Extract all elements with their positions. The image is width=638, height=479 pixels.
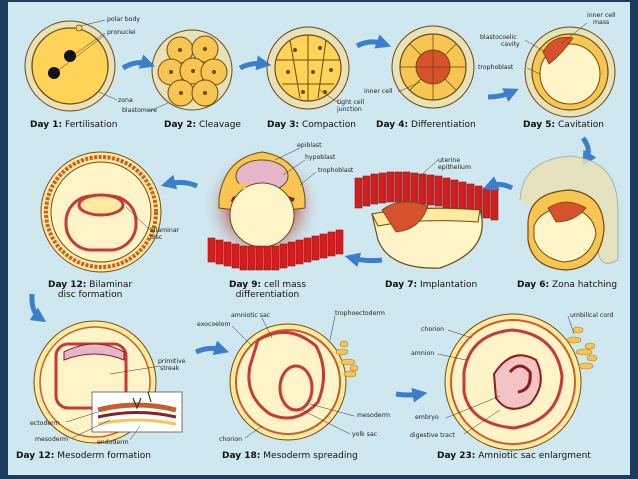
- label-endoderm: endoderm: [97, 439, 129, 446]
- day4-differentiation: [391, 25, 475, 109]
- label-yolk-sac: yolk sac: [352, 431, 378, 438]
- label-disc: disc: [150, 234, 163, 241]
- label-inner-cell-mass-2: mass: [593, 19, 610, 26]
- caption-day9: Day 9: cell mass differentiation: [229, 280, 307, 300]
- label-primitive: primitive: [158, 358, 186, 365]
- label-ectoderm: ectoderm: [30, 420, 60, 427]
- label-chorion-18: chorion: [219, 436, 243, 443]
- label-mesoderm-12: mesoderm: [35, 436, 69, 443]
- caption-day5: Day 5: Cavitation: [523, 120, 604, 130]
- label-umbilical-cord: umbilical cord: [570, 312, 614, 319]
- caption-day7: Day 7: Implantation: [385, 280, 478, 290]
- caption-day4: Day 4: Differentiation: [376, 120, 476, 130]
- label-inner-cell: inner cell: [364, 88, 393, 95]
- caption-day12-bilaminar: Day 12: Bilaminar disc formation: [48, 280, 133, 300]
- label-trophoectoderm: trophoectoderm: [335, 310, 385, 317]
- day7-implantation: [354, 159, 499, 269]
- arrows-row3: [194, 340, 428, 403]
- label-inner-cell-mass-1: inner cell: [587, 12, 616, 19]
- day2-cleavage: [149, 29, 233, 112]
- label-polar-body: polar body: [107, 16, 141, 23]
- day5-cavitation: [524, 22, 616, 118]
- caption-day23: Day 23: Amniotic sac enlargment: [437, 451, 591, 461]
- day3-compaction: [266, 26, 350, 110]
- label-mesoderm-18: mesoderm: [357, 412, 391, 419]
- day12-mesoderm-formation: [33, 320, 183, 444]
- label-trophoblast: trophoblast: [478, 64, 514, 71]
- label-epiblast: epiblast: [297, 142, 322, 149]
- caption-day18: Day 18: Mesoderm spreading: [222, 451, 358, 461]
- day23-amniotic-sac: [437, 313, 598, 451]
- label-pronuclei: pronuclei: [107, 29, 136, 36]
- label-uterine: uterine: [438, 157, 461, 164]
- day9-cell-mass: [202, 146, 344, 271]
- label-hypoblast: hypoblast: [305, 154, 336, 161]
- label-bilaminar: bilaminar: [150, 227, 180, 234]
- day18-mesoderm-spreading: [229, 315, 359, 441]
- label-zona: zona: [118, 97, 133, 104]
- label-chorion-23: chorion: [421, 326, 445, 333]
- day12-bilaminar: [40, 151, 162, 273]
- label-streak: streak: [160, 365, 180, 372]
- label-cavity: cavity: [501, 41, 520, 48]
- day1-zygote: [24, 19, 118, 112]
- label-blastocoelic: blastocoelic: [480, 34, 517, 41]
- label-epithelium: epithelium: [438, 164, 471, 171]
- caption-day12-mesoderm: Day 12: Mesoderm formation: [16, 451, 151, 461]
- label-amniotic-sac: amniotic sac: [231, 312, 271, 319]
- label-tight-cell: tight cell: [337, 99, 365, 106]
- label-exocoelom: exocoelom: [197, 321, 231, 328]
- label-embryo: embryo: [415, 414, 439, 421]
- label-junction: junction: [337, 106, 362, 113]
- day6-zona-hatching: [519, 155, 619, 271]
- label-digestive-tract: digestive tract: [410, 432, 455, 439]
- caption-day1: Day 1: Fertilisation: [30, 120, 118, 130]
- label-blastomere: blastomere: [122, 107, 157, 114]
- arrows-row1: [121, 34, 597, 167]
- label-trophoblast-9: trophoblast: [318, 167, 354, 174]
- caption-day2: Day 2: Cleavage: [164, 120, 241, 130]
- arrows-row2: [29, 174, 514, 323]
- caption-day6: Day 6: Zona hatching: [517, 280, 618, 290]
- caption-day3: Day 3: Compaction: [267, 120, 356, 130]
- label-amnion: amnion: [411, 350, 435, 357]
